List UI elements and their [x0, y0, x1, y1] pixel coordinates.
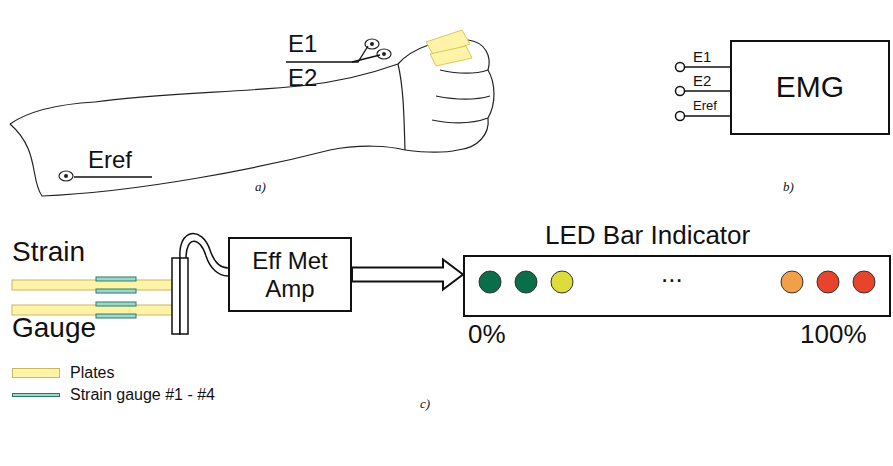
- electrode: [59, 39, 391, 181]
- panel-letter: a): [255, 180, 266, 195]
- strain-plate: [430, 46, 472, 66]
- pin-label: E2: [693, 72, 711, 89]
- box-label: EMG: [776, 70, 844, 105]
- electrode-label: E2: [288, 64, 317, 92]
- box-heading: LED Bar Indicator: [545, 221, 750, 251]
- panel-letter: c): [420, 397, 430, 412]
- electrode-label: Eref: [88, 146, 132, 174]
- panel-letter: b): [783, 180, 794, 195]
- pin-label: Eref: [693, 99, 717, 114]
- amplifier-box: Eff Met Amp: [228, 237, 352, 312]
- pin-label: E1: [693, 48, 711, 65]
- scale-label: 100%: [800, 320, 867, 350]
- legend-swatch: [12, 368, 60, 378]
- part-label: Gauge: [12, 312, 96, 344]
- led-bar-box: LED Bar Indicator...: [463, 255, 891, 317]
- legend-item: Strain gauge #1 - #4: [12, 386, 215, 404]
- ellipsis: ...: [661, 259, 683, 289]
- arm-sketch: [10, 40, 494, 196]
- scale-label: 0%: [468, 320, 506, 350]
- electrode-label: E1: [288, 30, 317, 58]
- wire: [180, 234, 228, 276]
- emg-box: EMG: [730, 40, 890, 135]
- block-arrow: [352, 260, 463, 290]
- part-label: Strain: [12, 236, 85, 268]
- terminal: [676, 63, 731, 121]
- leader-line: [74, 46, 380, 177]
- legend-line-sample: [12, 393, 60, 397]
- box-label: Eff Met Amp: [230, 247, 350, 302]
- legend-text: Strain gauge #1 - #4: [70, 386, 215, 404]
- legend-text: Plates: [70, 364, 114, 382]
- legend-item: Plates: [12, 364, 114, 382]
